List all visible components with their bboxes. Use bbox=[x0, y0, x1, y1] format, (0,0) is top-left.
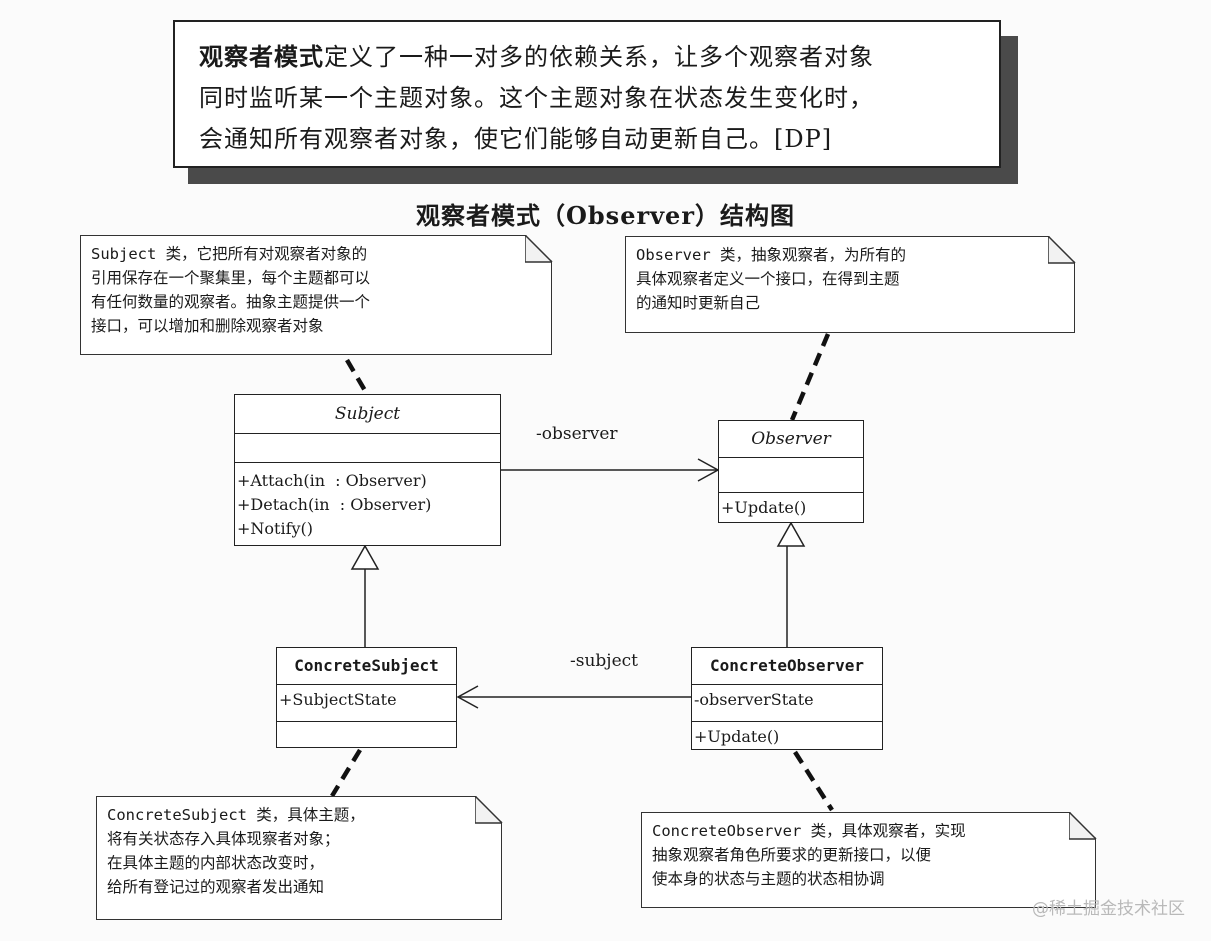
note-observer: Observer 类，抽象观察者，为所有的 具体观察者定义一个接口，在得到主题 … bbox=[625, 236, 1075, 333]
note-concrete-subject-line: ConcreteSubject 类，具体主题， bbox=[107, 806, 365, 824]
class-concrete-observer: ConcreteObserver -observerState +Update(… bbox=[691, 647, 883, 750]
note-concrete-observer-line: 使本身的状态与主题的状态相协调 bbox=[652, 870, 885, 888]
class-subject-operation: +Notify() bbox=[237, 519, 314, 538]
note-observer-line: 具体观察者定义一个接口，在得到主题 bbox=[636, 270, 900, 288]
generalization-subject-triangle bbox=[350, 544, 380, 570]
class-concrete-subject-operations bbox=[277, 721, 456, 722]
note-subject-line: 接口，可以增加和删除观察者对象 bbox=[91, 317, 324, 335]
note-observer-line: Observer 类，抽象观察者，为所有的 bbox=[636, 246, 906, 264]
generalization-observer-triangle bbox=[776, 521, 806, 547]
class-observer-operation: +Update() bbox=[721, 498, 807, 517]
class-concrete-observer-operation: +Update() bbox=[694, 727, 780, 746]
note-concrete-observer: ConcreteObserver 类，具体观察者，实现 抽象观察者角色所要求的更… bbox=[641, 812, 1096, 908]
class-subject-operation: +Attach(in : Observer) bbox=[237, 471, 427, 490]
class-concrete-subject-name: ConcreteSubject bbox=[294, 656, 439, 675]
note-fold-icon bbox=[475, 796, 503, 824]
association-observer-role: -observer bbox=[536, 424, 618, 444]
class-subject-operations: +Attach(in : Observer) +Detach(in : Obse… bbox=[235, 462, 500, 541]
definition-line-3: 会通知所有观察者对象，使它们能够自动更新自己。[DP] bbox=[199, 125, 833, 153]
class-subject: Subject +Attach(in : Observer) +Detach(i… bbox=[234, 394, 501, 546]
class-concrete-subject-attributes: +SubjectState bbox=[277, 684, 456, 721]
class-observer-attributes bbox=[719, 457, 863, 492]
note-subject-line: 引用保存在一个聚集里，每个主题都可以 bbox=[91, 269, 371, 287]
note-concrete-observer-line: 抽象观察者角色所要求的更新接口，以便 bbox=[652, 846, 932, 864]
note-concrete-subject-line: 在具体主题的内部状态改变时， bbox=[107, 854, 325, 872]
class-subject-operation: +Detach(in : Observer) bbox=[237, 495, 432, 514]
association-subject-role: -subject bbox=[570, 651, 638, 671]
definition-line-1: 观察者模式定义了一种一对多的依赖关系，让多个观察者对象 bbox=[199, 36, 979, 78]
class-concrete-observer-attribute: -observerState bbox=[694, 690, 814, 709]
class-concrete-observer-operations: +Update() bbox=[692, 721, 882, 749]
note-observer-line: 的通知时更新自己 bbox=[636, 294, 761, 312]
class-observer: Observer +Update() bbox=[718, 420, 864, 523]
class-concrete-subject: ConcreteSubject +SubjectState bbox=[276, 647, 457, 748]
note-fold-icon bbox=[525, 235, 553, 263]
association-subject-arrowhead bbox=[456, 685, 479, 709]
note-subject: Subject 类，它把所有对观察者对象的 引用保存在一个聚集里，每个主题都可以… bbox=[80, 235, 552, 355]
class-subject-attributes bbox=[235, 433, 500, 462]
watermark: @稀土掘金技术社区 bbox=[1032, 899, 1185, 919]
note-concrete-subject-line: 将有关状态存入具体现察者对象； bbox=[107, 830, 340, 848]
note-subject-line: Subject 类，它把所有对观察者对象的 bbox=[91, 245, 368, 263]
note-concrete-subject: ConcreteSubject 类，具体主题， 将有关状态存入具体现察者对象； … bbox=[96, 796, 502, 920]
definition-box: 观察者模式定义了一种一对多的依赖关系，让多个观察者对象 同时监听某一个主题对象。… bbox=[173, 20, 1001, 168]
note-anchor-observer bbox=[789, 333, 831, 421]
note-subject-line: 有任何数量的观察者。抽象主题提供一个 bbox=[91, 293, 371, 311]
definition-term: 观察者模式 bbox=[199, 42, 324, 71]
definition-line-2: 同时监听某一个主题对象。这个主题对象在状态发生变化时， bbox=[199, 84, 874, 112]
note-anchor-concrete-subject bbox=[330, 748, 362, 798]
class-subject-name: Subject bbox=[334, 404, 401, 424]
note-concrete-observer-line: ConcreteObserver 类，具体观察者，实现 bbox=[652, 822, 966, 840]
note-anchor-subject bbox=[345, 358, 369, 396]
note-concrete-subject-line: 给所有登记过的观察者发出通知 bbox=[107, 878, 325, 896]
class-observer-name: Observer bbox=[751, 429, 831, 449]
class-concrete-observer-name: ConcreteObserver bbox=[709, 656, 865, 675]
note-fold-icon bbox=[1048, 236, 1076, 264]
definition-line-1-text: 定义了一种一对多的依赖关系，让多个观察者对象 bbox=[324, 43, 874, 71]
diagram-title: 观察者模式（Observer）结构图 bbox=[416, 201, 795, 230]
class-concrete-subject-attribute: +SubjectState bbox=[279, 690, 397, 709]
class-concrete-observer-attributes: -observerState bbox=[692, 684, 882, 721]
note-anchor-concrete-observer bbox=[793, 750, 834, 812]
class-observer-operations: +Update() bbox=[719, 492, 863, 520]
note-fold-icon bbox=[1069, 812, 1097, 840]
